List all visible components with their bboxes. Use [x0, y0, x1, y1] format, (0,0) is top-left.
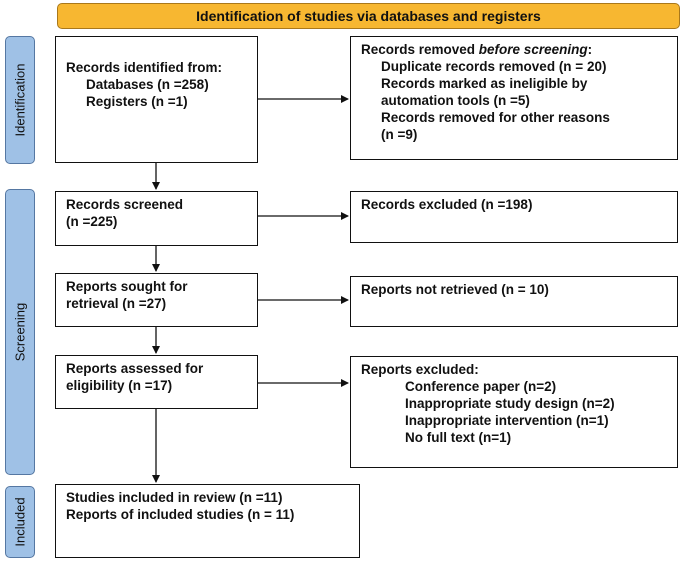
ineligible-line-1: Records marked as ineligible by [381, 76, 588, 91]
ineligible-line-2: automation tools (n =5) [381, 93, 530, 108]
studies-included-line-1: Studies included in review (n =11) [66, 490, 283, 505]
registers-count: Registers (n =1) [86, 94, 188, 109]
phase-screening-label: Screening [5, 189, 35, 475]
diagram-header: Identification of studies via databases … [57, 3, 680, 29]
reports-excluded-item: Inappropriate intervention (n=1) [405, 413, 609, 428]
databases-count: Databases (n =258) [86, 77, 209, 92]
studies-included-line-2: Reports of included studies (n = 11) [66, 507, 295, 522]
reports-not-retrieved-box: Reports not retrieved (n = 10) [350, 276, 678, 327]
reports-excluded-box: Reports excluded: Conference paper (n=2)… [350, 356, 678, 468]
reports-assessed-line-2: eligibility (n =17) [66, 378, 173, 393]
reports-assessed-line-1: Reports assessed for [66, 361, 204, 376]
records-excluded-box: Records excluded (n =198) [350, 191, 678, 243]
records-identified-title: Records identified from: [66, 60, 223, 75]
reports-excluded-title: Reports excluded: [361, 362, 479, 377]
other-reasons-line-1: Records removed for other reasons [381, 110, 610, 125]
records-excluded-text: Records excluded (n =198) [361, 197, 533, 212]
reports-excluded-item: Inappropriate study design (n=2) [405, 396, 615, 411]
duplicates-removed: Duplicate records removed (n = 20) [381, 59, 607, 74]
reports-assessed-box: Reports assessed for eligibility (n =17) [55, 355, 258, 409]
records-screened-box: Records screened (n =225) [55, 191, 258, 246]
studies-included-box: Studies included in review (n =11) Repor… [55, 484, 360, 558]
phase-identification-label: Identification [5, 36, 35, 164]
phase-included-label: Included [5, 486, 35, 558]
other-reasons-line-2: (n =9) [381, 127, 418, 142]
reports-sought-line-1: Reports sought for [66, 279, 188, 294]
records-removed-title: Records removed before screening: [361, 42, 593, 57]
reports-excluded-item: No full text (n=1) [405, 430, 512, 445]
records-screened-line-1: Records screened [66, 197, 184, 212]
reports-sought-line-2: retrieval (n =27) [66, 296, 167, 311]
reports-sought-box: Reports sought for retrieval (n =27) [55, 273, 258, 327]
reports-excluded-item: Conference paper (n=2) [405, 379, 557, 394]
records-removed-box: Records removed before screening: Duplic… [350, 36, 678, 160]
reports-not-retrieved-text: Reports not retrieved (n = 10) [361, 282, 549, 297]
records-screened-line-2: (n =225) [66, 214, 118, 229]
records-identified-box: Records identified from: Databases (n =2… [55, 36, 258, 163]
